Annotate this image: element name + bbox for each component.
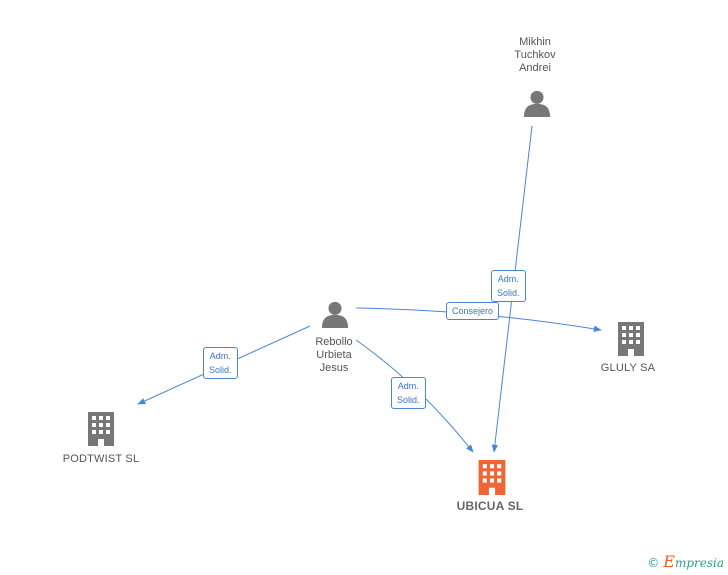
person-icon[interactable]: [321, 301, 349, 328]
building-icon[interactable]: [618, 322, 644, 356]
building-icon[interactable]: [478, 460, 506, 495]
company-label-podtwist[interactable]: PODTWIST SL: [62, 453, 140, 465]
edge-label-mikhin-ubicua: Adm. Solid.: [491, 270, 526, 302]
edge-label-rebollo-podtwist: Adm. Solid.: [203, 347, 238, 379]
brand-name: mpresia: [674, 556, 724, 570]
edge-label-rebollo-gluly: Consejero: [446, 302, 500, 320]
copyright-symbol: ©: [647, 556, 660, 570]
building-icon[interactable]: [88, 412, 114, 446]
empresia-logo: ©Empresia: [647, 552, 724, 571]
company-label-ubicua[interactable]: UBICUA SL: [456, 499, 524, 513]
person-label-mikhin[interactable]: Mikhin Tuchkov Andrei: [514, 36, 556, 74]
person-icon[interactable]: [523, 90, 551, 117]
brand-initial: E: [663, 552, 675, 571]
company-label-gluly[interactable]: GLULY SA: [600, 362, 656, 374]
person-label-rebollo[interactable]: Rebollo Urbieta Jesus: [315, 336, 353, 374]
edge-label-rebollo-ubicua: Adm. Solid.: [391, 377, 426, 409]
